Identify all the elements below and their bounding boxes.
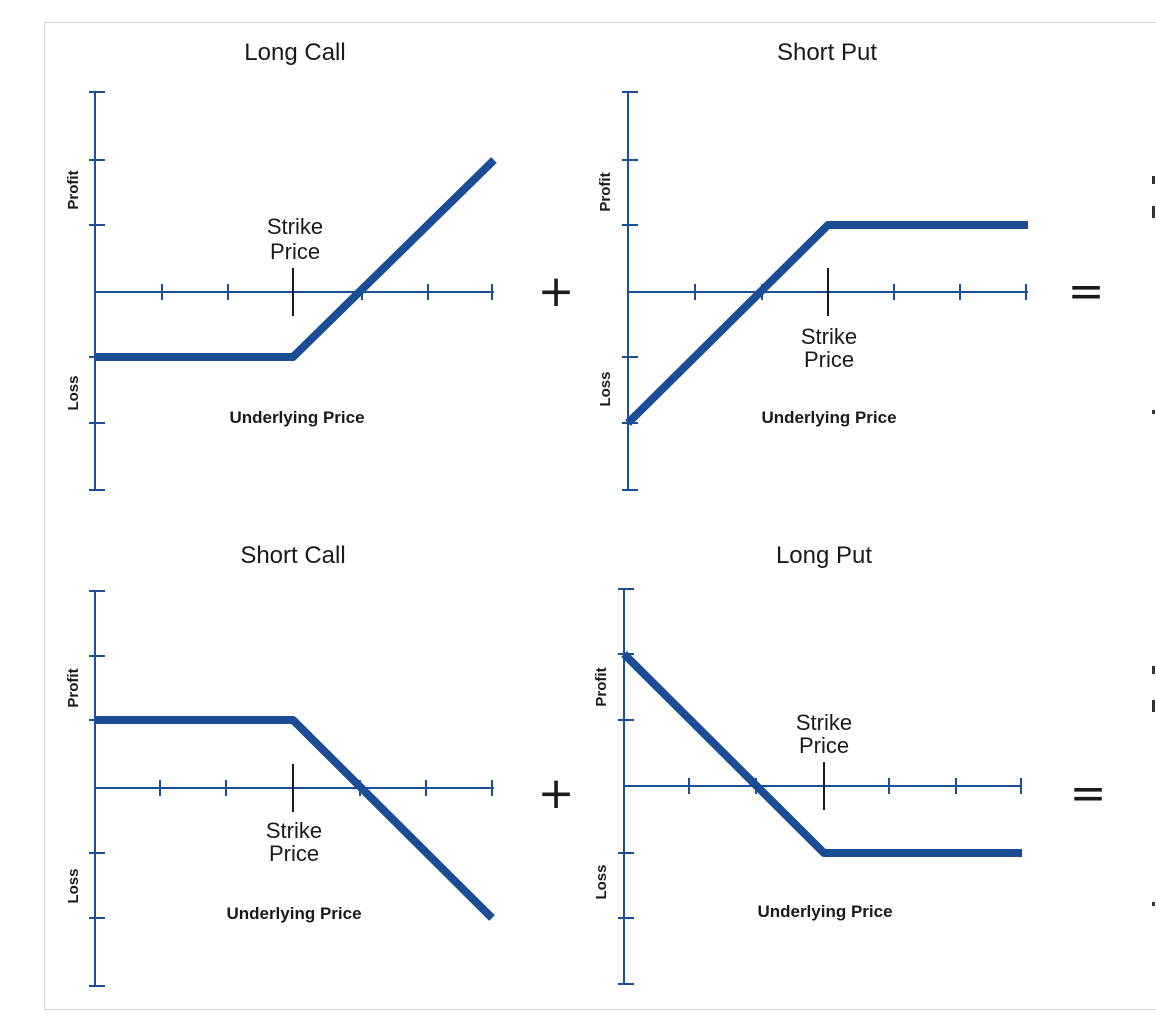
x-axis-label: Underlying Price	[226, 904, 361, 923]
clipped-right-edge-fragments	[1152, 176, 1155, 906]
panel-title: Short Put	[777, 39, 877, 66]
panel-title: Short Call	[240, 542, 345, 569]
payoff-line	[625, 221, 1028, 426]
panel-title: Long Put	[776, 542, 872, 569]
plus-operator-bottom: +	[538, 768, 575, 819]
payoff-line	[621, 651, 1022, 857]
strike-label-line2: Price	[804, 347, 854, 372]
profit-label: Profit	[597, 172, 614, 211]
payoff-line	[95, 157, 497, 361]
panel-title: Long Call	[244, 39, 345, 66]
x-axis-label: Underlying Price	[229, 408, 364, 427]
strike-label-line2: Price	[270, 239, 320, 264]
y-axis-ticks	[618, 588, 634, 985]
panel-long-call: Long Call Strike Price Underlying Price …	[65, 39, 497, 491]
panel-short-put: Short Put Strike Price Underlying Price …	[597, 39, 1028, 491]
strike-label-line1: Strike	[796, 710, 852, 735]
strike-label-line1: Strike	[266, 818, 322, 843]
strike-label-line1: Strike	[801, 324, 857, 349]
equals-operator-top: =	[1068, 266, 1105, 317]
payoff-line	[95, 716, 495, 921]
y-axis-ticks	[622, 91, 638, 491]
loss-label: Loss	[65, 868, 82, 903]
x-axis-label: Underlying Price	[757, 902, 892, 921]
strike-label-line2: Price	[799, 733, 849, 758]
x-axis-label: Underlying Price	[761, 408, 896, 427]
loss-label: Loss	[597, 371, 614, 406]
panel-long-put: Long Put Strike Price Underlying Price P…	[593, 542, 1022, 985]
diagram-frame	[44, 22, 1156, 1010]
strike-label-line2: Price	[269, 841, 319, 866]
strike-label-line1: Strike	[267, 214, 323, 239]
profit-label: Profit	[65, 170, 82, 209]
plus-operator-top: +	[538, 266, 575, 317]
loss-label: Loss	[593, 864, 610, 899]
loss-label: Loss	[65, 375, 82, 410]
x-axis-ticks	[161, 284, 493, 300]
profit-label: Profit	[65, 668, 82, 707]
equals-operator-bottom: =	[1070, 768, 1107, 819]
panel-short-call: Short Call Strike Price Underlying Price…	[65, 542, 495, 987]
profit-label: Profit	[593, 667, 610, 706]
